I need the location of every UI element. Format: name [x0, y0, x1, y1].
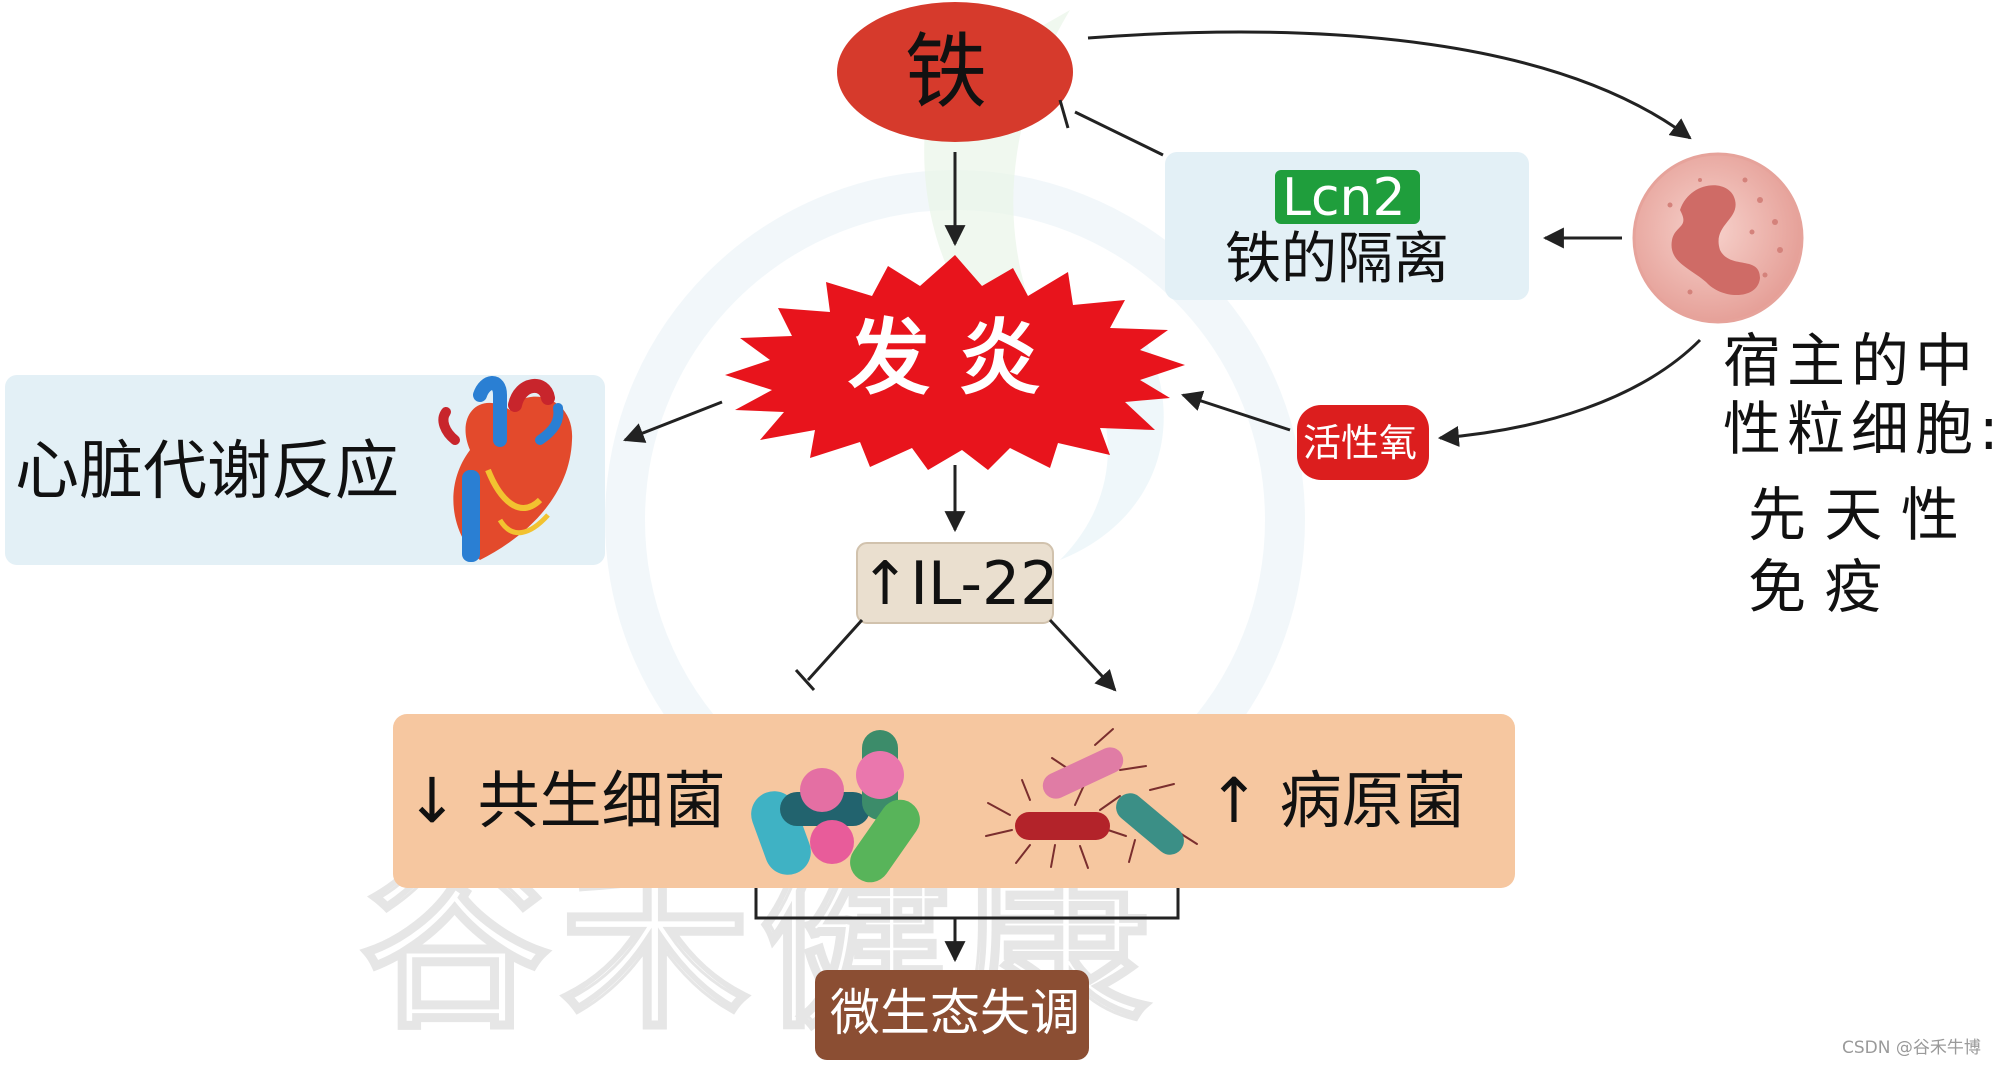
cardiac-panel	[5, 375, 605, 565]
source-credit: CSDN @谷禾牛博	[1842, 1038, 1981, 1058]
commensal-label: ↓ 共生细菌	[406, 764, 726, 837]
iron-node	[837, 2, 1073, 142]
neutrophil-label-line1: 宿主的中	[1723, 327, 1980, 395]
neutrophil-cell-icon	[1632, 152, 1804, 324]
commensal-bacteria-icon	[751, 730, 920, 883]
il22-label: ↑IL-22	[860, 549, 1059, 619]
ros-badge	[1297, 405, 1429, 480]
dysbiosis-box	[815, 970, 1089, 1060]
lcn2-panel	[1165, 152, 1529, 300]
pathogen-label: ↑ 病原菌	[1208, 764, 1466, 837]
innate-immunity-line1: 先 天 性	[1748, 481, 1959, 549]
iron-label: 铁	[905, 25, 988, 120]
innate-immunity-line2: 免 疫	[1748, 553, 1883, 621]
inflammation-burst	[725, 255, 1185, 470]
lcn2-highlight	[1275, 170, 1420, 224]
iron-sequestration-label: 铁的隔离	[1225, 227, 1449, 292]
cardiac-label: 心脏代谢反应	[15, 435, 399, 509]
bacteria-panel	[393, 714, 1515, 888]
dysbiosis-label: 微生态失调	[830, 984, 1080, 1042]
il22-box	[856, 542, 1054, 624]
ros-label: 活性氧	[1303, 421, 1418, 465]
neutrophil-label-line2: 性粒细胞:	[1723, 395, 2001, 463]
connectors	[623, 30, 1702, 963]
lcn2-label: Lcn2	[1282, 168, 1406, 228]
pathogen-bacteria-icon	[985, 728, 1198, 869]
heart-icon	[438, 376, 573, 562]
inflammation-label: 发 炎	[848, 311, 1041, 406]
